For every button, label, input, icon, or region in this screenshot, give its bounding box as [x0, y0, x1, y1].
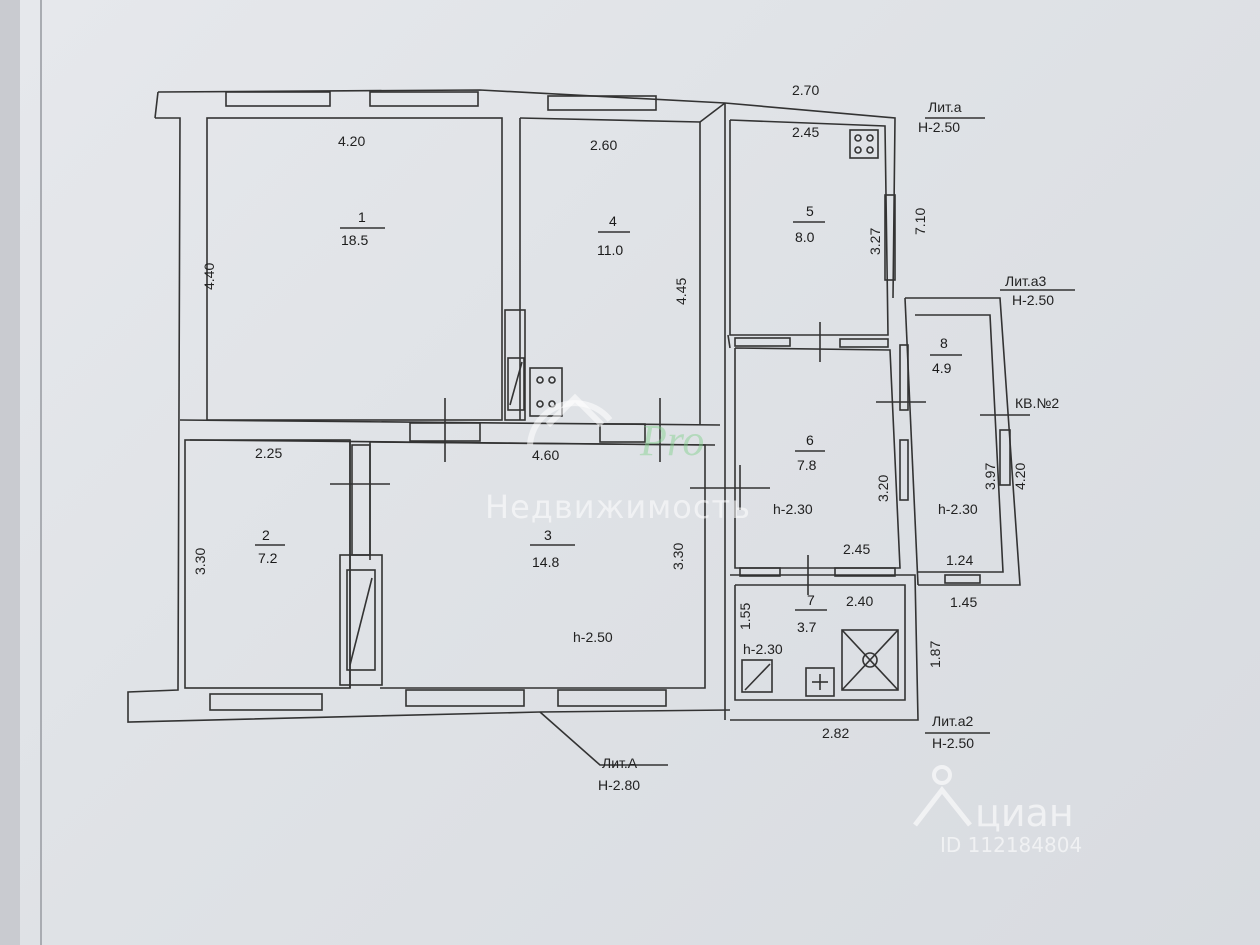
dim-room7-height: 1.55: [737, 603, 753, 630]
paper-sheet: [20, 0, 1260, 945]
dim-room2-width: 2.25: [255, 445, 282, 461]
height-room7: h-2.30: [743, 641, 783, 657]
agency-watermark-text: Недвижимость: [485, 488, 751, 526]
dim-mid-4-60: 4.60: [532, 447, 559, 463]
cian-logo-text: циан: [975, 791, 1074, 835]
dim-room6-width: 2.45: [843, 541, 870, 557]
dim-right-4-20: 4.20: [1012, 463, 1028, 490]
cian-watermark: циан ID 112184804: [913, 765, 1082, 857]
dim-right-7-10: 7.10: [912, 208, 928, 235]
height-room3: h-2.50: [573, 629, 613, 645]
location-pin-icon: [932, 765, 952, 785]
dim-room2-height: 3.30: [192, 548, 208, 575]
cian-listing-id: ID 112184804: [940, 833, 1082, 857]
house-logo-icon: [527, 400, 613, 446]
label-kv-2: КВ.№2: [1015, 395, 1059, 411]
room-6-number: 6: [806, 432, 814, 448]
dim-room1-width: 4.20: [338, 133, 365, 149]
room-8-number: 8: [940, 335, 948, 351]
room-1-area: 18.5: [341, 232, 368, 248]
room-5-area: 8.0: [795, 229, 815, 245]
height-room6: h-2.30: [773, 501, 813, 517]
dim-room8-outer: 1.45: [950, 594, 977, 610]
dim-room7-outer-height: 1.87: [927, 641, 943, 668]
label-lit-a2-height: Н-2.50: [932, 735, 974, 751]
dim-room1-height: 4.40: [201, 263, 217, 290]
dim-room7-width: 2.40: [846, 593, 873, 609]
height-room8: h-2.30: [938, 501, 978, 517]
dim-room3-height: 3.30: [670, 543, 686, 570]
room-4-number: 4: [609, 213, 617, 229]
label-lit-A: Лит.А: [602, 755, 638, 771]
room-2-number: 2: [262, 527, 270, 543]
agency-watermark: Pro Недвижимость: [485, 393, 751, 526]
label-lit-a: Лит.а: [928, 99, 962, 115]
dim-top-2-70: 2.70: [792, 82, 819, 98]
label-lit-a3-height: Н-2.50: [1012, 292, 1054, 308]
room-6-area: 7.8: [797, 457, 817, 473]
label-lit-a-height: Н-2.50: [918, 119, 960, 135]
label-lit-a3: Лит.а3: [1005, 273, 1047, 289]
room-8-area: 4.9: [932, 360, 952, 376]
room-7-number: 7: [807, 592, 815, 608]
leaf-logo-icon: Pro: [639, 416, 704, 465]
room-3-number: 3: [544, 527, 552, 543]
page-fold: [40, 0, 42, 945]
dim-room5-width: 2.45: [792, 124, 819, 140]
label-lit-a2: Лит.а2: [932, 713, 974, 729]
room-2-area: 7.2: [258, 550, 278, 566]
dim-room8-height: 3.97: [982, 463, 998, 490]
label-lit-A-height: Н-2.80: [598, 777, 640, 793]
dim-room5-height: 3.27: [867, 228, 883, 255]
dim-room8-width: 1.24: [946, 552, 973, 568]
room-1-number: 1: [358, 209, 366, 225]
dim-room4-width: 2.60: [590, 137, 617, 153]
dim-bottom-2-82: 2.82: [822, 725, 849, 741]
room-7-area: 3.7: [797, 619, 817, 635]
room-4-area: 11.0: [597, 242, 623, 258]
dim-room4-height: 4.45: [673, 278, 689, 305]
room-5-number: 5: [806, 203, 814, 219]
room-3-area: 14.8: [532, 554, 559, 570]
walls: [127, 89, 1075, 766]
dim-room6-height: 3.20: [875, 475, 891, 502]
